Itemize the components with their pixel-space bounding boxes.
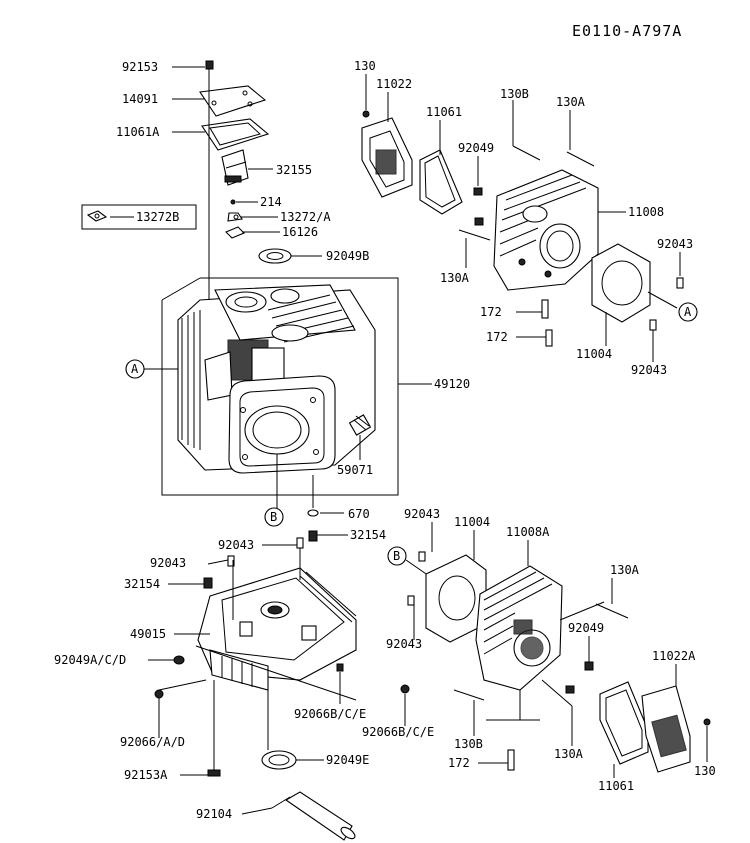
label-130-b: 130 — [694, 764, 716, 778]
head-gasket-11004-top — [591, 243, 651, 323]
gasket-11061-b — [599, 681, 649, 765]
label-11004-top: 11004 — [576, 347, 612, 361]
stud-172-b — [545, 329, 553, 347]
seal-92049-top — [473, 187, 483, 196]
label-92049E: 92049E — [326, 753, 369, 767]
label-11061A: 11061A — [116, 125, 160, 139]
label-92043-r2: 92043 — [631, 363, 667, 377]
label-32154-b: 32154 — [350, 528, 386, 542]
label-32155: 32155 — [276, 163, 312, 177]
label-92104: 92104 — [196, 807, 232, 821]
label-11008A: 11008A — [506, 525, 550, 539]
callout-a-left-label: A — [131, 362, 139, 376]
label-59071: 59071 — [337, 463, 373, 477]
label-130B-top: 130B — [500, 87, 529, 101]
label-92049-top: 92049 — [458, 141, 494, 155]
label-11061-top: 11061 — [426, 105, 462, 119]
screw-214 — [230, 199, 236, 205]
label-16126: 16126 — [282, 225, 318, 239]
label-92153: 92153 — [122, 60, 158, 74]
callout-a-right-label: A — [684, 305, 692, 319]
stud-172-a — [541, 299, 549, 319]
label-92066BCE-b: 92066B/C/E — [362, 725, 434, 739]
label-49120: 49120 — [434, 377, 470, 391]
label-11022A: 11022A — [652, 649, 696, 663]
plug-92066BCE-a — [336, 663, 344, 672]
label-92043-l2: 92043 — [218, 538, 254, 552]
label-92049ACD: 92049A/C/D — [54, 653, 126, 667]
label-11061-b: 11061 — [598, 779, 634, 793]
rocker-cover-11022A — [641, 685, 711, 773]
dowel-92043-m2 — [407, 595, 415, 606]
label-11022: 11022 — [376, 77, 412, 91]
label-13272A: 13272/A — [280, 210, 331, 224]
gasket-11061-top — [419, 149, 463, 215]
sealant-tube-92104 — [271, 791, 356, 841]
seal-92049-b — [584, 661, 594, 671]
label-13272B: 13272B — [136, 210, 179, 224]
label-172-b: 172 — [486, 330, 508, 344]
label-92049-b: 92049 — [568, 621, 604, 635]
callout-a-right — [678, 302, 698, 322]
callout-b-right — [387, 546, 407, 566]
label-92043-r1: 92043 — [657, 237, 693, 251]
dowel-92043-m1 — [418, 551, 426, 562]
callout-b-center — [264, 507, 284, 527]
label-130A-top: 130A — [556, 95, 586, 109]
cover-14091 — [199, 85, 267, 117]
plug-32154-a — [203, 577, 213, 589]
seal-92049ACD — [173, 655, 185, 665]
label-32154-a: 32154 — [124, 577, 160, 591]
label-214: 214 — [260, 195, 282, 209]
label-130A-left: 130A — [440, 271, 470, 285]
bolt-92153 — [205, 60, 214, 70]
plug-92066BCE-b — [400, 684, 410, 694]
label-14091: 14091 — [122, 92, 158, 106]
label-130-top: 130 — [354, 59, 376, 73]
label-130A-b: 130A — [554, 747, 584, 761]
dowel-92043-r1 — [676, 277, 684, 289]
label-130B-b: 130B — [454, 737, 483, 751]
label-11004-b: 11004 — [454, 515, 490, 529]
crankcase-cover-49015 — [197, 567, 357, 691]
label-92153A: 92153A — [124, 768, 168, 782]
seal-92049B — [258, 248, 292, 264]
label-92043-l1: 92043 — [150, 556, 186, 570]
plate-16126 — [225, 226, 245, 239]
rocker-cover-11022 — [361, 110, 413, 198]
callout-b-right-label: B — [393, 549, 400, 563]
bolt-92153A — [207, 769, 221, 777]
label-670: 670 — [348, 507, 370, 521]
label-92066BCE-a: 92066B/C/E — [294, 707, 366, 721]
label-172-c: 172 — [448, 756, 470, 770]
label-92066AD: 92066/A/D — [120, 735, 185, 749]
plate-13272 — [227, 212, 243, 222]
dowel-92043-l1 — [227, 555, 235, 567]
label-92043-m2: 92043 — [386, 637, 422, 651]
plug-92066AD — [154, 689, 164, 699]
part-13272B-box — [81, 204, 197, 230]
seal-92049E — [261, 750, 297, 770]
stud-172-c — [507, 749, 515, 771]
dowel-92043-l2 — [296, 537, 304, 549]
label-49015: 49015 — [130, 627, 166, 641]
plug-32154-b — [308, 530, 318, 542]
label-92049B: 92049B — [326, 249, 369, 263]
oring-670 — [307, 509, 319, 517]
breather-cover-stack — [199, 60, 292, 264]
spring-59071 — [348, 414, 372, 436]
dowel-92043-r2 — [649, 319, 657, 331]
callout-b-center-label: B — [270, 510, 277, 524]
label-130A-r: 130A — [610, 563, 640, 577]
label-11008: 11008 — [628, 205, 664, 219]
diagram-code: E0110-A797A — [572, 22, 682, 40]
label-172-a: 172 — [480, 305, 502, 319]
crankcase-49120 — [177, 284, 376, 474]
label-92043-m1: 92043 — [404, 507, 440, 521]
cylinder-head-11008A — [475, 565, 563, 691]
cylinder-head-11008 — [493, 169, 599, 291]
